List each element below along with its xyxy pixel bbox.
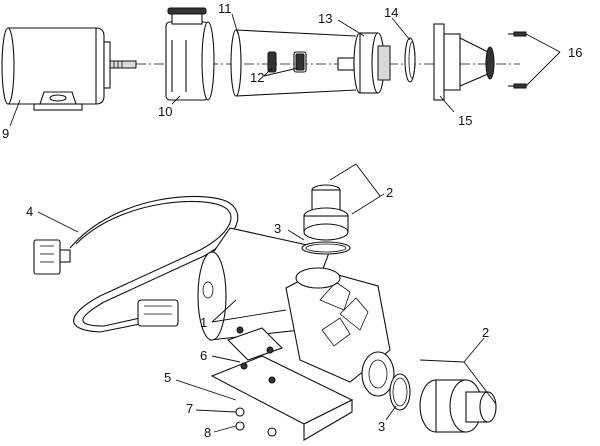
callout-6: 6 bbox=[200, 348, 208, 363]
callout-15: 15 bbox=[458, 113, 473, 128]
union-fitting-top bbox=[301, 184, 351, 255]
callout-1: 1 bbox=[200, 315, 208, 330]
callout-16: 16 bbox=[568, 45, 583, 60]
callout-8: 8 bbox=[204, 425, 212, 440]
callout-3-top: 3 bbox=[274, 221, 282, 236]
callout-2-bottom: 2 bbox=[482, 325, 490, 340]
callout-12: 12 bbox=[250, 70, 265, 85]
callout-5: 5 bbox=[164, 370, 172, 385]
screws-part-16 bbox=[508, 31, 527, 89]
cable-part-4 bbox=[33, 195, 239, 333]
seals-part-12 bbox=[267, 51, 355, 73]
callout-9: 9 bbox=[2, 126, 10, 141]
housing-part-11 bbox=[230, 29, 357, 97]
callout-13: 13 bbox=[318, 11, 333, 26]
bracket-part-5 bbox=[210, 326, 354, 441]
motor-part-9 bbox=[1, 27, 137, 111]
cover-plate-part-15 bbox=[433, 23, 495, 101]
callout-4: 4 bbox=[26, 204, 34, 219]
callout-14: 14 bbox=[384, 5, 399, 20]
union-fitting-right bbox=[389, 373, 497, 433]
callout-10: 10 bbox=[158, 104, 173, 119]
callout-2-top: 2 bbox=[386, 185, 394, 200]
pump-head-part-10 bbox=[165, 7, 215, 101]
impeller-part-13 bbox=[353, 32, 391, 94]
pump-housing bbox=[285, 267, 395, 397]
callout-7: 7 bbox=[186, 401, 194, 416]
callout-3-bottom: 3 bbox=[378, 419, 386, 434]
callout-11: 11 bbox=[218, 1, 232, 16]
ring-part-14 bbox=[404, 37, 416, 83]
